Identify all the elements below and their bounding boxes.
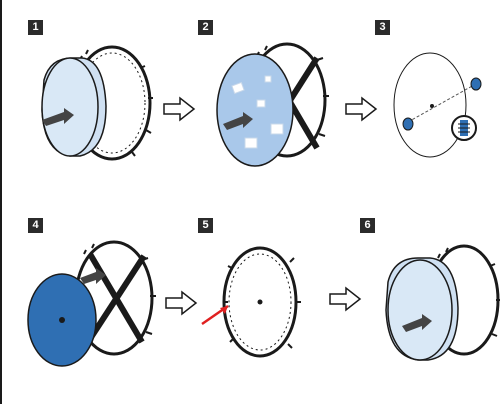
step-4-figure xyxy=(27,240,156,367)
right-hollow-arrow-icon xyxy=(345,96,378,122)
red-indicator-arrow xyxy=(201,304,229,326)
step-1-badge: 1 xyxy=(28,20,43,35)
mounting-screw xyxy=(470,77,482,91)
step-2-figure xyxy=(216,42,329,167)
push-arrow-icon xyxy=(80,268,106,284)
light-blue-cover-panel xyxy=(385,257,459,361)
step-6-badge: 6 xyxy=(360,218,375,233)
step-3-figure xyxy=(393,52,482,158)
step-4-badge: 4 xyxy=(28,218,43,233)
left-border-line xyxy=(0,0,2,404)
panel-clips xyxy=(231,75,284,149)
blue-cover-panel xyxy=(216,53,294,167)
step-3-badge: 3 xyxy=(375,20,390,35)
gear-ring xyxy=(222,246,301,358)
dark-blue-cover-panel xyxy=(27,273,97,367)
right-hollow-arrow-icon xyxy=(163,96,196,122)
magnifier-detail xyxy=(451,115,477,141)
step-1-figure xyxy=(41,45,153,161)
push-arrow-icon xyxy=(42,108,74,126)
step-2-badge: 2 xyxy=(198,20,213,35)
step-5-badge: 5 xyxy=(198,218,213,233)
mounting-screw xyxy=(402,117,414,131)
step-6-figure xyxy=(385,244,500,361)
right-hollow-arrow-icon xyxy=(329,286,362,312)
light-blue-cover-panel xyxy=(41,57,107,157)
push-arrow-icon xyxy=(402,314,432,332)
push-arrow-icon xyxy=(223,112,253,130)
step-5-figure xyxy=(201,246,301,358)
right-hollow-arrow-icon xyxy=(165,290,198,316)
